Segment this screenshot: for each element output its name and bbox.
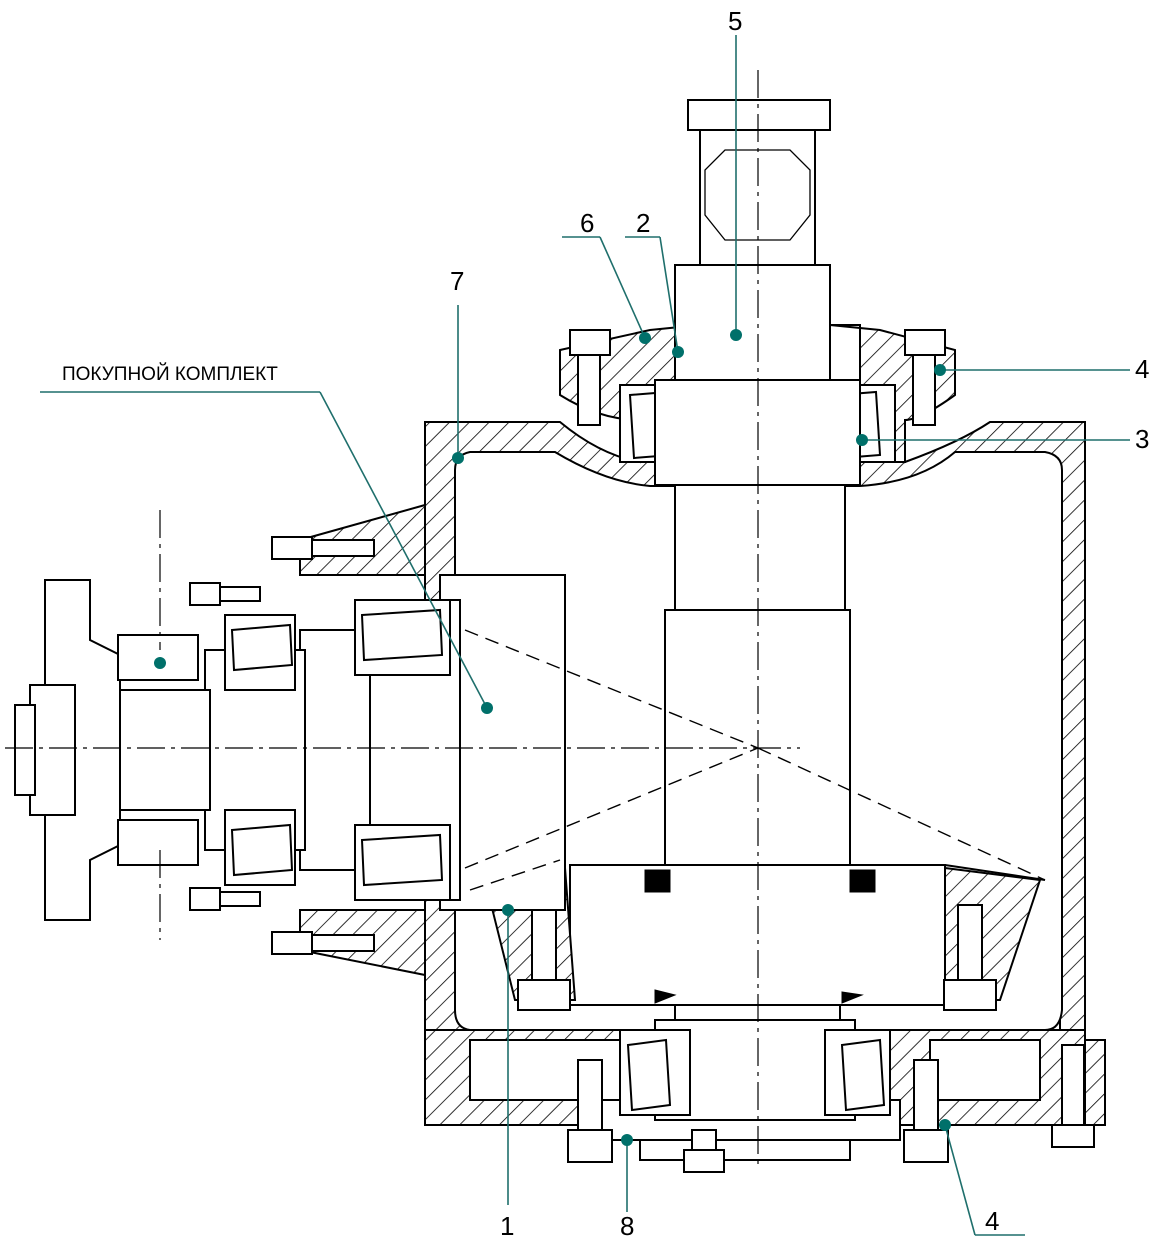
callout-1: 1 [500, 1211, 514, 1241]
bevel-gear [464, 593, 1046, 1011]
callout-labels: 5 6 2 7 4 3 ПОКУПНОЙ КОМПЛЕКТ 1 8 4 [62, 6, 1149, 1241]
callout-leaders [40, 35, 1130, 1236]
centerlines [5, 70, 1046, 1170]
callout-8: 8 [620, 1211, 634, 1241]
callout-7: 7 [450, 266, 464, 296]
callout-3: 3 [1135, 424, 1149, 454]
upper-bearing-assembly [559, 99, 956, 486]
lower-bearing-assembly [567, 1029, 1095, 1173]
callout-2: 2 [636, 208, 650, 238]
purchased-kit-label: ПОКУПНОЙ КОМПЛЕКТ [62, 363, 278, 385]
callout-5: 5 [728, 6, 742, 36]
pinion-shaft-assembly [14, 536, 566, 955]
callout-4-upper: 4 [1135, 354, 1149, 384]
callout-4-lower: 4 [985, 1206, 999, 1236]
vertical-shaft [654, 484, 856, 1121]
callout-6: 6 [580, 208, 594, 238]
